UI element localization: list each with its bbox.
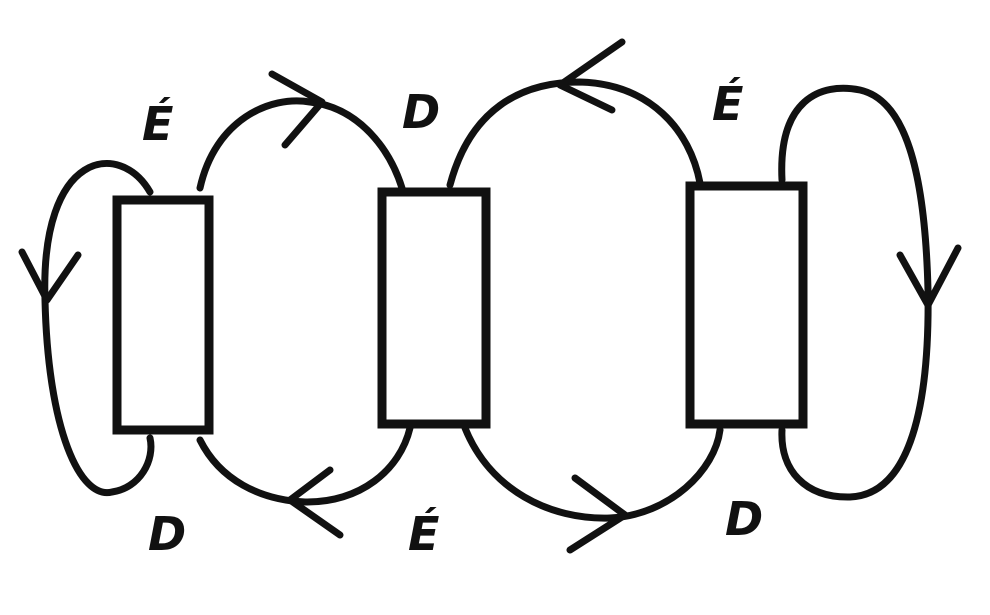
left-loop-edge [41,160,155,497]
label-top-middle: D [402,85,440,139]
top-edge-1-2 [196,97,406,192]
arrow-down-icon [896,244,962,309]
arrow-right-icon [268,70,326,149]
label-bottom-right: D [725,492,763,546]
right-loop-edge [778,84,932,501]
box-3 [685,181,808,429]
bottom-edge-2-3 [461,424,724,522]
label-bottom-left: D [148,507,186,561]
box-2 [377,187,491,429]
bottom-edge-1-2 [196,424,414,506]
box-1 [112,195,214,435]
label-top-left: É [142,97,173,151]
arrow-down-icon [18,248,82,304]
arrow-right-icon [566,474,629,554]
top-edge-2-3 [446,78,704,189]
arrow-left-icon [286,466,344,539]
arrow-left-icon [556,38,626,114]
label-top-right: É [712,77,743,131]
label-bottom-middle: É [408,507,439,561]
